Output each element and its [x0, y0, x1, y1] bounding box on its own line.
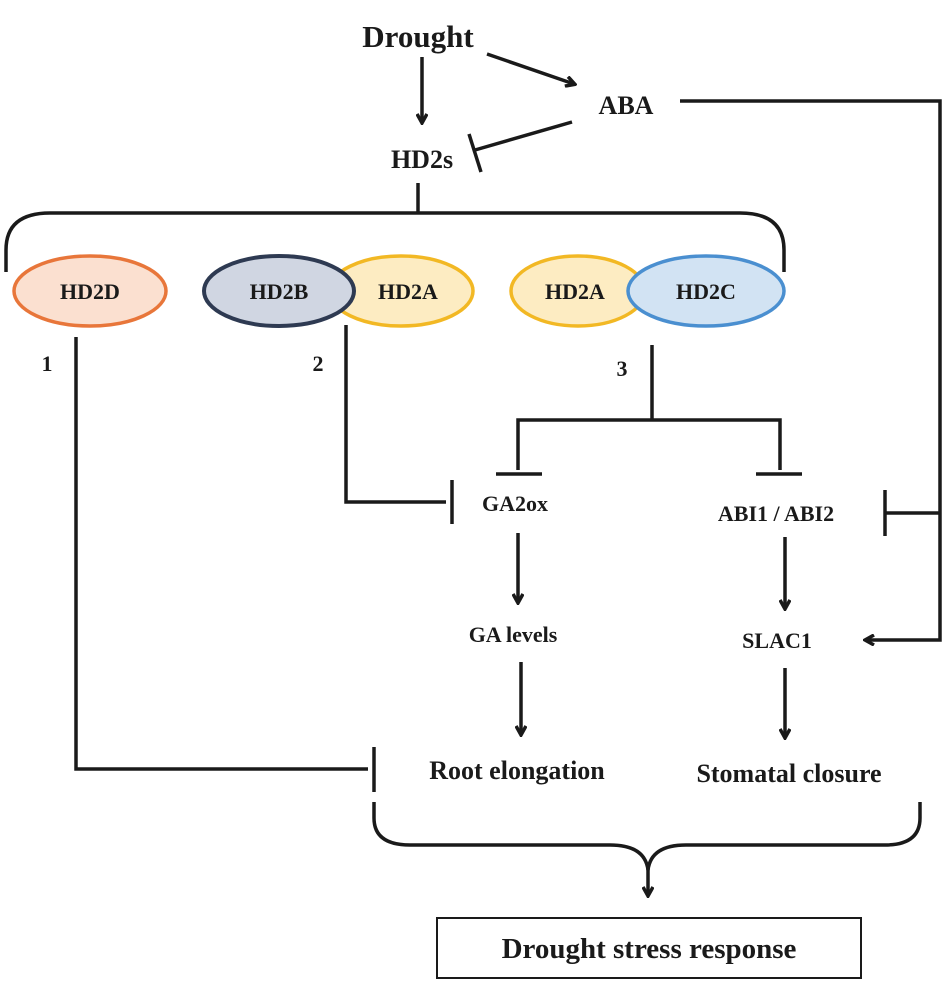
drought-stress-response-label: Drought stress response: [502, 933, 797, 965]
hd2d-label: HD2D: [60, 279, 120, 304]
hd2b-label: HD2B: [250, 279, 309, 304]
drought-stress-response-box: [436, 917, 862, 979]
hd2c-label: HD2C: [676, 279, 736, 304]
root-elongation-label: Root elongation: [429, 756, 605, 785]
pathway-1-line: [74, 337, 368, 771]
ga2ox-label: GA2ox: [482, 491, 548, 516]
hd2s-brace: [4, 211, 786, 272]
slac1-label: SLAC1: [742, 628, 812, 653]
drought-to-aba-arrow: [486, 52, 574, 84]
hd2s-label: HD2s: [391, 145, 453, 174]
pathway-number-2: 2: [313, 351, 324, 376]
hd2a-right-label: HD2A: [545, 279, 605, 304]
aba-inhibits-hd2s-bar: [467, 133, 483, 173]
aba-label: ABA: [599, 91, 654, 120]
drought-label: Drought: [362, 19, 474, 54]
aba-right-pathway-line: [680, 99, 942, 640]
ga-levels-label: GA levels: [469, 622, 558, 647]
hd2d-ellipse: [12, 254, 168, 328]
pathway-2-line: [344, 325, 446, 504]
hd2a-left-label: HD2A: [378, 279, 438, 304]
pathway-number-1: 1: [42, 351, 53, 376]
pathway-3-branch: [516, 418, 782, 470]
abi-label: ABI1 / ABI2: [718, 501, 834, 526]
pathway-number-3: 3: [617, 356, 628, 381]
hd2c-ellipse: [626, 254, 786, 328]
hd2b-ellipse: [202, 254, 356, 328]
aba-inhibits-hd2s: [474, 120, 573, 152]
stomatal-closure-label: Stomatal closure: [696, 759, 881, 788]
response-brace: [372, 802, 922, 871]
